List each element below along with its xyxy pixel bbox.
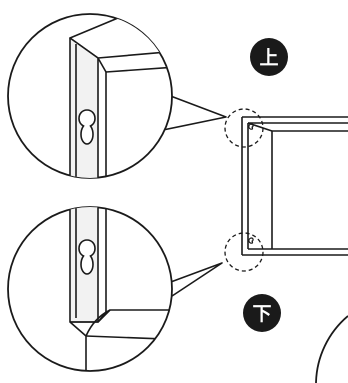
frame-keyhole-bottom	[248, 237, 254, 244]
callout-tail-bottom	[159, 262, 223, 301]
detail-marker-bottom	[224, 232, 264, 272]
frame-outline	[241, 116, 348, 256]
badge-bottom: 下	[243, 294, 281, 332]
keyhole-icon-bottom	[78, 239, 96, 275]
badge-top: 上	[250, 38, 288, 76]
detail-marker-top	[224, 108, 264, 148]
badge-top-label: 上	[259, 47, 278, 69]
partial-circle-bottom-right	[315, 315, 348, 383]
callout-bottom	[7, 206, 223, 372]
keyhole-icon-top	[78, 109, 96, 145]
frame-keyhole-top	[248, 123, 254, 130]
callout-tail-top	[159, 91, 227, 131]
callout-top	[7, 13, 227, 179]
badge-bottom-label: 下	[252, 303, 271, 325]
